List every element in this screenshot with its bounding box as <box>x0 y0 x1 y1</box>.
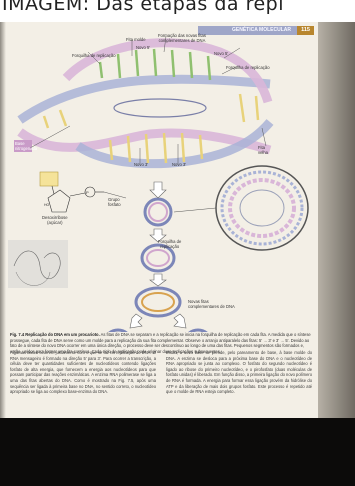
label-novo-5-a: Novo 5' <box>136 46 150 51</box>
paragraph-left: Algumas bases ocorrem juntamente com o q… <box>10 350 156 395</box>
label-novas-fitas-top: Formação das novas fitas complementares … <box>158 34 206 44</box>
label-novo-3-a: Novo 3' <box>134 163 148 168</box>
label-novo-3-b: Novo 3' <box>172 163 186 168</box>
dna-double-helix <box>20 36 270 164</box>
label-fita-velha: Fita velha <box>258 146 268 156</box>
label-novas-fitas-bottom: Novas fitas complementares de DNA <box>188 300 235 310</box>
nucleotide-structure: P HO <box>40 172 104 212</box>
label-forquilha-a: Forquilha de replicação <box>72 54 116 59</box>
label-base-nitrogenada: Base nitrogenada <box>15 142 37 152</box>
paragraph-right: Então, a nova base se prende, pelo parea… <box>166 350 312 395</box>
chromosome-detail <box>216 166 308 250</box>
top-banner: IMAGEM: Das etapas da repl <box>0 0 355 22</box>
label-forquilha-b: Forquilha de replicação <box>226 66 270 71</box>
label-fita-molde: Fita molde <box>126 38 146 43</box>
caption-title: Fig. 7.4 Replicação do DNA em um procari… <box>10 332 100 337</box>
replication-circles <box>136 199 180 316</box>
svg-text:HO: HO <box>44 203 50 207</box>
label-forquilha-c: Forquilha de replicação <box>158 240 181 250</box>
label-novo-5-b: Novo 5' <box>214 52 228 57</box>
text-column-right: Então, a nova base se prende, pelo parea… <box>166 350 312 395</box>
dna-replication-figure: P HO <box>0 22 318 332</box>
banner-text: IMAGEM: Das etapas da repl <box>2 0 284 15</box>
text-column-left: Algumas bases ocorrem juntamente com o q… <box>10 350 156 395</box>
page-edge <box>318 22 355 418</box>
dark-background <box>0 418 355 486</box>
label-grupo-fosfato: Grupo fosfato <box>108 198 121 208</box>
bacterial-photo <box>8 240 68 288</box>
svg-text:P: P <box>86 190 89 195</box>
label-desoxirribose: Desoxirribose (açúcar) <box>42 216 68 226</box>
